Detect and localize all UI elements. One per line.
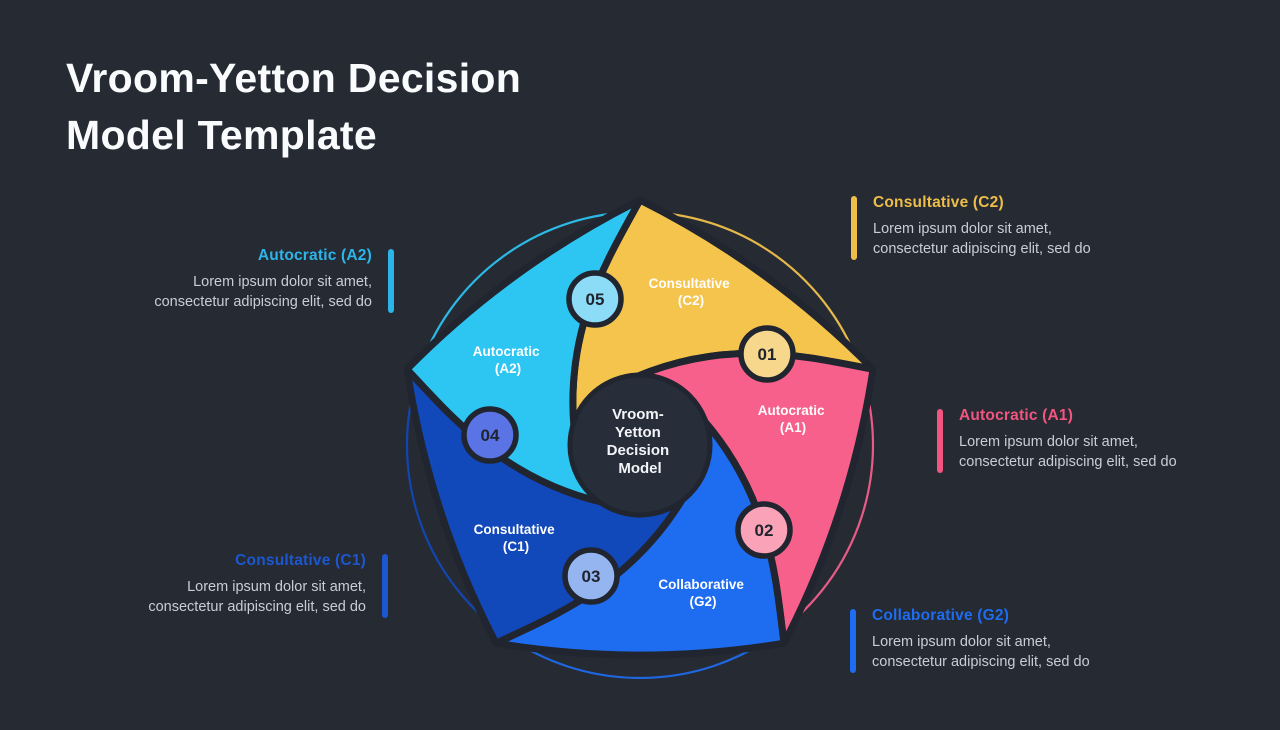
decision-wheel-svg: Vroom- Yetton Decision Model Consultativ… [403, 196, 877, 680]
callout-text: Autocratic (A2) Lorem ipsum dolor sit am… [154, 247, 372, 313]
badge-03-circle [562, 547, 620, 605]
callout-accent-bar [937, 409, 943, 473]
segment-label-a1: Autocratic (A1) [758, 403, 829, 435]
callout-text: Consultative (C2) Lorem ipsum dolor sit … [873, 194, 1091, 260]
decor-arc-g2 [502, 632, 778, 680]
badge-05-number: 05 [586, 290, 605, 309]
wheel-center-circle [567, 372, 713, 518]
callout-autocratic-a2: Autocratic (A2) Lorem ipsum dolor sit am… [154, 247, 394, 313]
callout-body: Lorem ipsum dolor sit amet, consectetur … [873, 221, 1091, 257]
callout-accent-bar [382, 554, 388, 618]
callout-consultative-c2: Consultative (C2) Lorem ipsum dolor sit … [851, 194, 1091, 260]
segment-label-c2: Consultative (C2) [649, 276, 734, 308]
segment-label-c1: Consultative (C1) [474, 522, 559, 554]
badge-03-number: 03 [582, 567, 601, 586]
decision-wheel-diagram: Vroom- Yetton Decision Model Consultativ… [360, 165, 920, 725]
decor-circle [405, 210, 875, 680]
badge-04-circle [461, 406, 519, 464]
callout-body: Lorem ipsum dolor sit amet, consectetur … [154, 274, 372, 310]
badge-04-number: 04 [481, 426, 500, 445]
callout-title: Autocratic (A2) [257, 247, 372, 264]
badge-01-circle [738, 325, 796, 383]
callout-accent-bar [850, 609, 856, 673]
segment-label-a2: Autocratic (A2) [473, 344, 544, 376]
callout-text: Consultative (C1) Lorem ipsum dolor sit … [148, 552, 366, 618]
callout-accent-bar [851, 196, 857, 260]
badge-03: 03 [562, 547, 620, 605]
callout-consultative-c1: Consultative (C1) Lorem ipsum dolor sit … [148, 552, 388, 618]
page-title: Vroom-Yetton Decision Model Template [66, 55, 522, 158]
callout-body: Lorem ipsum dolor sit amet, consectetur … [959, 434, 1177, 470]
callout-accent-bar [388, 249, 394, 313]
badge-02-number: 02 [755, 521, 774, 540]
badge-05-circle [566, 270, 624, 328]
badge-01-number: 01 [758, 345, 777, 364]
wheel-center-label: Vroom- Yetton Decision Model [607, 406, 674, 477]
callout-text: Collaborative (G2) Lorem ipsum dolor sit… [872, 607, 1090, 673]
callout-title: Consultative (C1) [235, 552, 366, 569]
callout-body: Lorem ipsum dolor sit amet, consectetur … [872, 634, 1090, 670]
callout-title: Autocratic (A1) [959, 407, 1074, 424]
decor-arc-c2 [639, 210, 863, 374]
badge-02-circle [735, 501, 793, 559]
badge-04: 04 [461, 406, 519, 464]
decor-arc-a1 [776, 372, 875, 635]
badge-01: 01 [738, 325, 796, 383]
callout-body: Lorem ipsum dolor sit amet, consectetur … [148, 579, 366, 615]
callout-title: Collaborative (G2) [872, 607, 1010, 624]
decor-arc-c1 [405, 372, 504, 635]
decor-arc-a2 [417, 210, 641, 374]
badge-02: 02 [735, 501, 793, 559]
callout-collaborative-g2: Collaborative (G2) Lorem ipsum dolor sit… [850, 607, 1090, 673]
callout-title: Consultative (C2) [873, 194, 1004, 211]
badge-05: 05 [566, 270, 624, 328]
callout-text: Autocratic (A1) Lorem ipsum dolor sit am… [959, 407, 1177, 473]
callout-autocratic-a1: Autocratic (A1) Lorem ipsum dolor sit am… [937, 407, 1177, 473]
segment-label-g2: Collaborative (G2) [658, 577, 747, 609]
